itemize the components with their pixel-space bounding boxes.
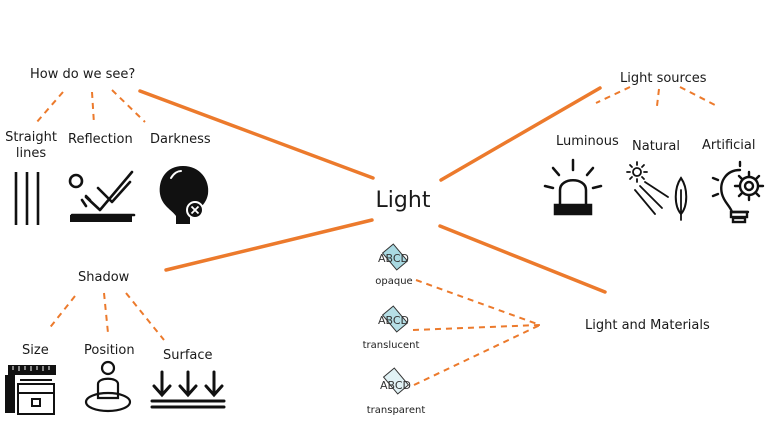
dash-artificial xyxy=(679,86,716,106)
dash-natural xyxy=(656,88,660,107)
opaque-icon-text: ABCD xyxy=(378,252,409,265)
reflection-icon xyxy=(68,170,136,222)
dash-surface xyxy=(125,292,165,341)
shadow-title: Shadow xyxy=(78,270,130,285)
connector-shadow xyxy=(164,218,374,272)
connector-light-sources xyxy=(439,86,602,182)
surface-label: Surface xyxy=(163,348,213,363)
artificial-label: Artificial xyxy=(702,138,756,153)
straight-lines-icon xyxy=(14,172,40,225)
bulb-off-icon xyxy=(159,166,209,224)
dash-straight-lines xyxy=(35,91,64,124)
darkness-label: Darkness xyxy=(150,132,211,147)
transparent-material-icon xyxy=(382,367,410,395)
transparent-icon-text: ABCD xyxy=(380,379,411,392)
dash-position xyxy=(103,292,109,334)
dash-reflection xyxy=(91,91,95,125)
central-topic: Light xyxy=(375,188,431,213)
dash-transparent xyxy=(413,324,541,386)
position-label: Position xyxy=(84,343,135,358)
person-position-icon xyxy=(84,360,132,413)
how-we-see-title: How do we see? xyxy=(30,67,136,82)
translucent-label: translucent xyxy=(362,340,420,351)
dash-opaque xyxy=(415,279,541,326)
materials-title: Light and Materials xyxy=(585,318,710,333)
opaque-label: opaque xyxy=(375,276,413,287)
translucent-icon-text: ABCD xyxy=(378,314,409,327)
dash-darkness xyxy=(111,89,146,123)
bulb-gear-icon xyxy=(711,160,765,224)
down-arrows-icon xyxy=(150,370,226,409)
translucent-material-icon xyxy=(381,305,409,333)
opaque-material-icon xyxy=(381,243,409,271)
straight-lines-label: Straight lines xyxy=(5,130,57,161)
connector-materials xyxy=(438,224,607,294)
dash-luminous xyxy=(595,86,631,104)
light-sources-title: Light sources xyxy=(620,71,707,86)
sun-leaf-icon xyxy=(626,161,688,221)
luminous-label: Luminous xyxy=(556,134,619,149)
dash-size xyxy=(47,295,76,331)
dash-translucent xyxy=(412,324,541,331)
reflection-label: Reflection xyxy=(68,132,133,147)
measure-box-icon xyxy=(5,365,56,415)
connector-how-we-see xyxy=(138,89,375,180)
transparent-label: transparent xyxy=(366,405,426,416)
natural-label: Natural xyxy=(632,139,680,154)
siren-lamp-icon xyxy=(543,158,603,216)
size-label: Size xyxy=(22,343,49,358)
